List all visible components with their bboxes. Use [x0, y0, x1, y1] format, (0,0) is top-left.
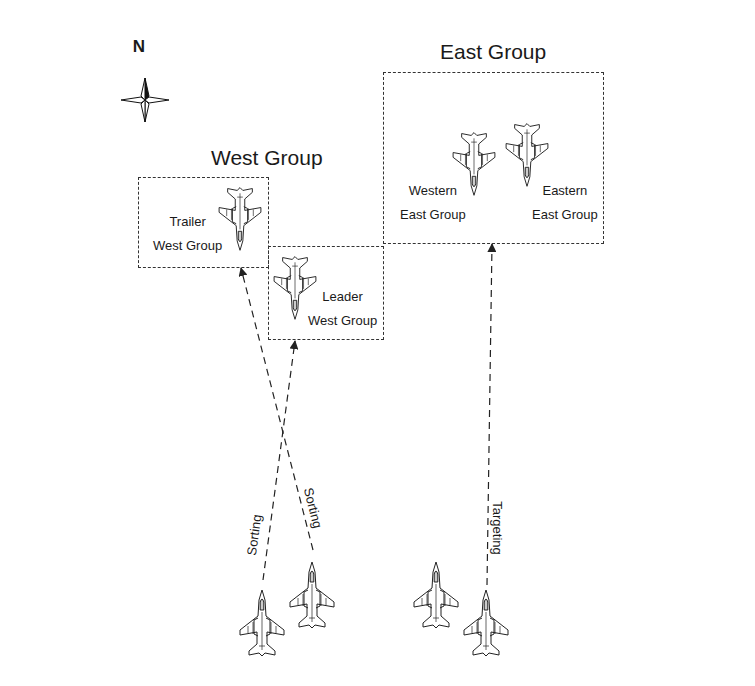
friendly-jet — [240, 590, 284, 656]
leader-box: Leader West Group — [268, 246, 384, 340]
friendly-jet — [464, 590, 508, 656]
east-group-box: East GroupWestern East GroupEastern East… — [383, 72, 604, 244]
enemy-jet — [274, 257, 316, 320]
targeting-label: Targeting — [489, 501, 505, 554]
trailer-box: West GroupTrailer West Group — [138, 177, 269, 268]
group-heading: East Group — [440, 40, 546, 64]
aircraft-label: Leader West Group — [308, 285, 377, 333]
aircraft-label: Trailer West Group — [153, 210, 222, 258]
aircraft-label: Eastern East Group — [532, 179, 598, 227]
sorting-line — [241, 268, 313, 550]
compass-north: N — [133, 37, 145, 57]
group-heading: West Group — [211, 146, 323, 170]
friendly-jet — [290, 562, 334, 628]
friendly-jet — [414, 562, 458, 628]
enemy-jet — [219, 188, 261, 251]
sorting-label: Sorting — [300, 486, 325, 530]
aircraft-label: Western East Group — [400, 179, 466, 227]
compass — [121, 78, 169, 122]
enemy-jet — [506, 124, 548, 187]
sorting-line — [263, 341, 295, 580]
enemy-jet — [453, 133, 495, 196]
sorting-label: Sorting — [244, 513, 266, 556]
